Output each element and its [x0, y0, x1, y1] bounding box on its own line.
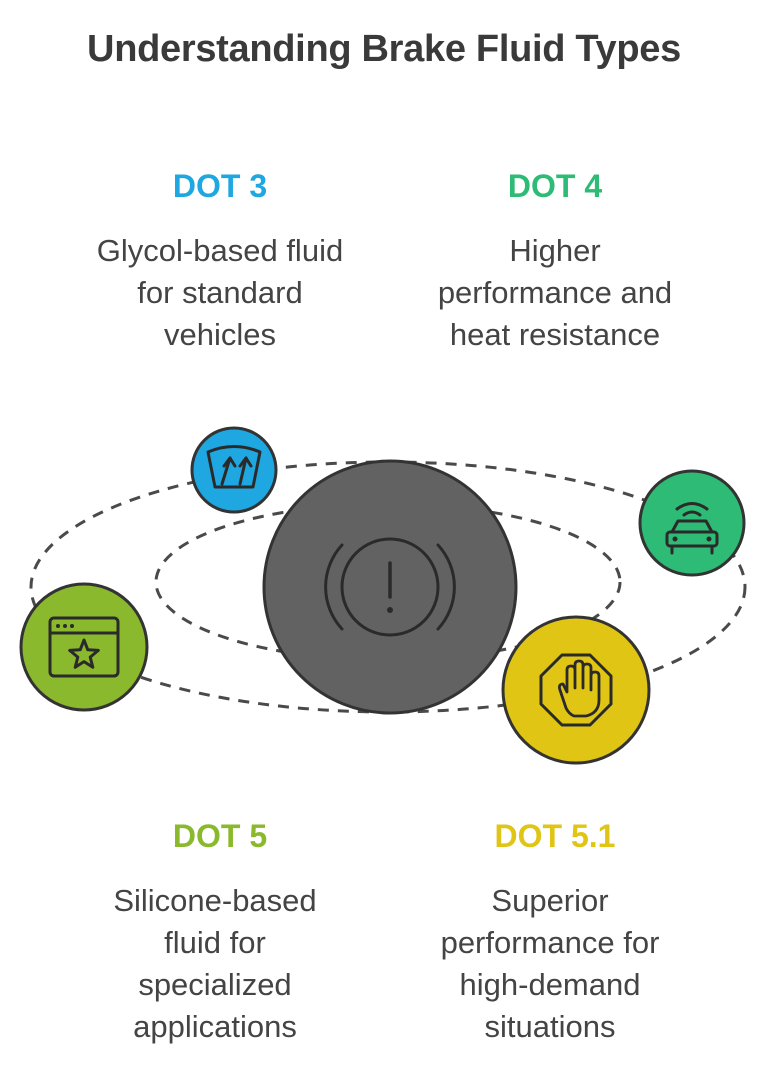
page-title: Understanding Brake Fluid Types [87, 28, 681, 70]
dot5-1-line: high-demand [459, 967, 641, 1002]
dot4-line: performance and [437, 275, 673, 310]
dot3-line: for standard [137, 275, 303, 310]
dot3-heading: DOT 3 [172, 168, 268, 204]
connected-car-icon [638, 469, 746, 577]
dot3-line: vehicles [164, 317, 276, 352]
dot4-line: heat resistance [449, 317, 661, 352]
dot4-line: Higher [509, 233, 601, 268]
dot5-1-heading: DOT 5.1 [494, 818, 616, 854]
stop-hand-icon [501, 615, 651, 765]
brake-warning-icon [262, 459, 518, 715]
dot5-line: Silicone-based [113, 883, 317, 918]
dot5-1-line: performance for [440, 925, 660, 960]
browser-star-icon [19, 582, 149, 712]
windshield-wiper-icon [190, 426, 278, 514]
dot5-heading: DOT 5 [172, 818, 268, 854]
dot5-description: Silicone-based fluid for specialized app… [55, 880, 375, 1048]
dot5-1-line: situations [484, 1009, 616, 1044]
dot5-1-line: Superior [491, 883, 609, 918]
dot4-heading: DOT 4 [507, 168, 603, 204]
dot5-line: applications [133, 1009, 297, 1044]
inner-orbit [154, 502, 622, 662]
dot5-1-description: Superior performance for high-demand sit… [390, 880, 710, 1048]
dot3-description: Glycol-based fluid for standard vehicles [60, 230, 380, 356]
dot5-line: specialized [138, 967, 292, 1002]
dot3-line: Glycol-based fluid [96, 233, 344, 268]
dot4-description: Higher performance and heat resistance [395, 230, 715, 356]
dot5-line: fluid for [164, 925, 266, 960]
